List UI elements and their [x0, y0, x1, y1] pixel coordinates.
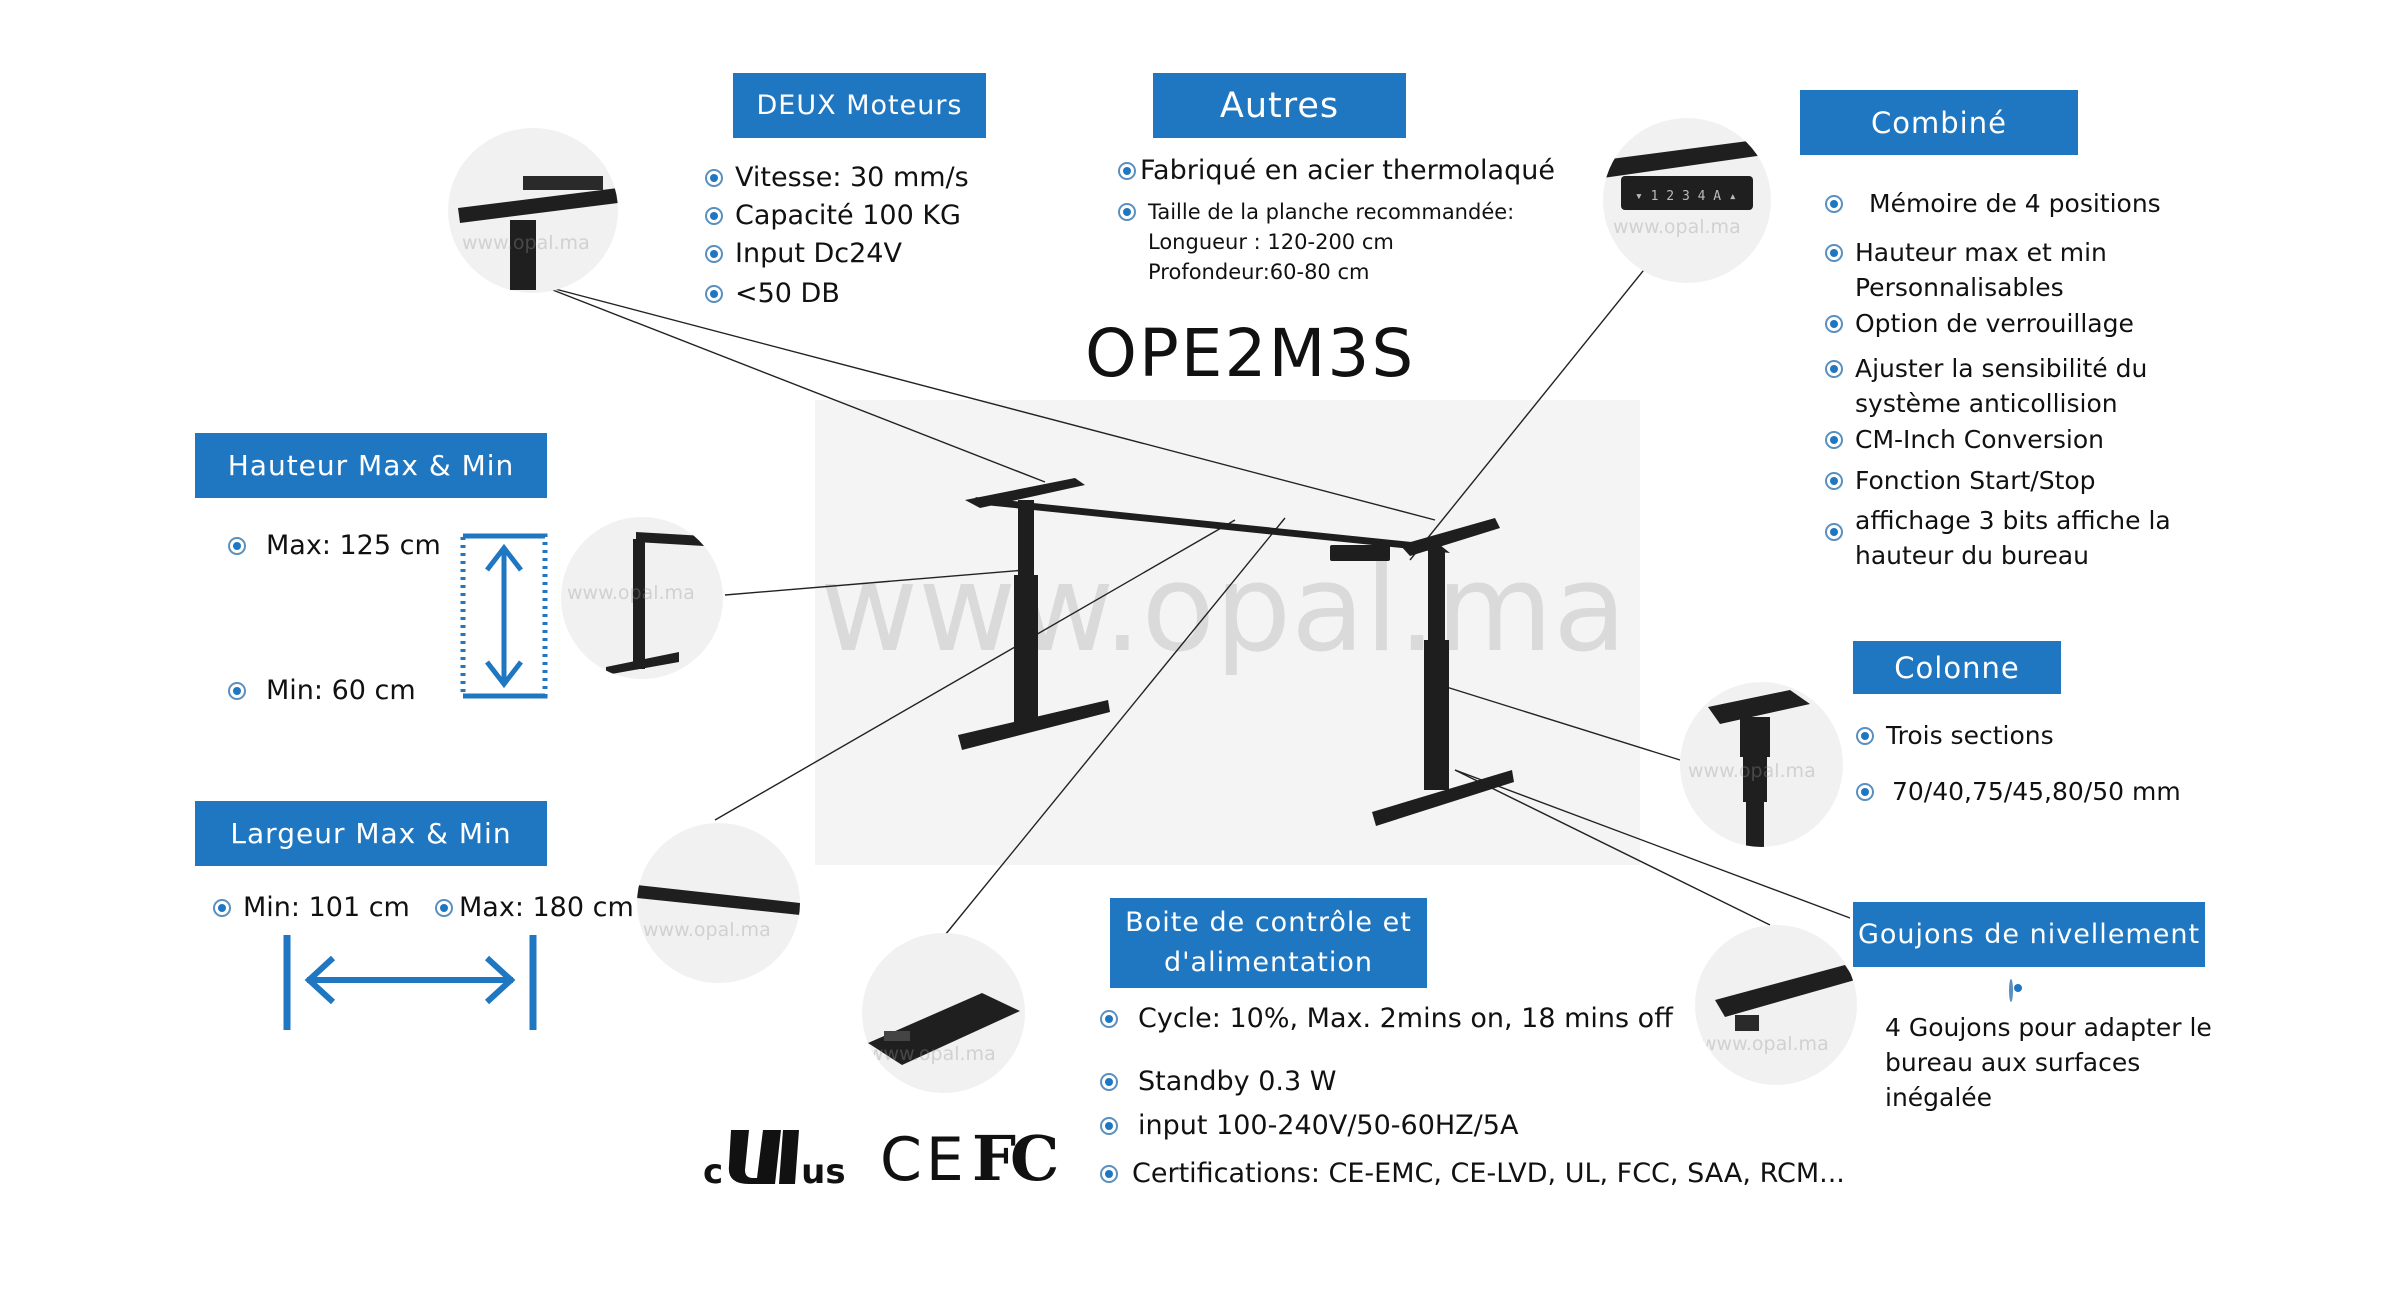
height-max: Max: 125 cm — [228, 528, 441, 563]
other-heading: Autres — [1153, 73, 1406, 138]
bullet-icon — [228, 682, 246, 700]
svg-text:▾ 1 2 3 4 A ▴: ▾ 1 2 3 4 A ▴ — [1635, 189, 1737, 204]
horizontal-arrow-icon — [283, 935, 537, 1030]
motors-item: <50 DB — [705, 276, 840, 311]
bullet-icon — [1118, 162, 1136, 180]
motors-heading: DEUX Moteurs — [733, 73, 986, 138]
control-panel-inset-image: ▾ 1 2 3 4 A ▴ www.opal.ma — [1603, 118, 1771, 283]
inset-watermark: www.opal.ma — [868, 1043, 996, 1065]
column-inset-image: www.opal.ma — [1680, 682, 1843, 847]
motor-inset-image: www.opal.ma — [448, 128, 618, 293]
control-box-item: input 100-240V/50-60HZ/5A — [1100, 1108, 1518, 1143]
bullet-icon — [1825, 472, 1843, 490]
control-box-item: Cycle: 10%, Max. 2mins on, 18 mins off — [1100, 1001, 1673, 1036]
leveling-heading: Goujons de nivellement — [1853, 902, 2205, 967]
other-item: Fabriqué en acier thermolaqué — [1118, 153, 1555, 188]
height-min: Min: 60 cm — [228, 673, 416, 708]
bullet-icon — [1856, 783, 1874, 801]
bullet-icon — [1825, 360, 1843, 378]
bullet-icon — [705, 169, 723, 187]
control-box-item: Certifications: CE-EMC, CE-LVD, UL, FCC,… — [1100, 1156, 1845, 1191]
bullet-icon — [1100, 1073, 1118, 1091]
leveling-inset-image: www.opal.ma — [1695, 925, 1857, 1085]
combined-item: Fonction Start/Stop — [1825, 463, 2096, 498]
combined-item: Option de verrouillage — [1825, 306, 2134, 341]
control-box-inset-image: www.opal.ma — [862, 933, 1025, 1093]
combined-item: Hauteur max et min Personnalisables — [1825, 235, 2145, 305]
bullet-icon — [1825, 244, 1843, 262]
bullet-icon — [2009, 979, 2013, 1002]
leveling-text: 4 Goujons pour adapter le bureau aux sur… — [1885, 1013, 2212, 1112]
bullet-icon — [1825, 431, 1843, 449]
desk-frame — [958, 478, 1514, 826]
inset-watermark: www.opal.ma — [567, 582, 695, 604]
width-heading: Largeur Max & Min — [195, 801, 547, 866]
inset-watermark: www.opal.ma — [1688, 760, 1816, 782]
height-heading: Hauteur Max & Min — [195, 433, 547, 498]
control-box-heading: Boite de contrôle et d'alimentation — [1110, 898, 1427, 988]
bullet-icon — [1825, 315, 1843, 333]
width-min: Min: 101 cm — [213, 890, 410, 925]
inset-watermark: www.opal.ma — [462, 232, 590, 254]
column-item: 70/40,75/45,80/50 mm — [1856, 774, 2181, 809]
combined-item: Mémoire de 4 positions — [1825, 186, 2161, 221]
ce-logo: CE — [880, 1125, 968, 1195]
watermark-large: www.opal.ma — [820, 540, 1627, 679]
bullet-icon — [705, 285, 723, 303]
control-box-item: Standby 0.3 W — [1100, 1064, 1336, 1099]
combined-item: CM-Inch Conversion — [1825, 422, 2104, 457]
inset-watermark: www.opal.ma — [1613, 216, 1741, 238]
bullet-icon — [1856, 727, 1874, 745]
height-leg-inset-image: www.opal.ma — [561, 517, 723, 679]
other-item: Taille de la planche recommandée: Longue… — [1118, 197, 1514, 287]
bullet-icon — [1825, 195, 1843, 213]
bullet-icon — [1100, 1010, 1118, 1028]
bullet-icon — [1825, 523, 1843, 541]
bullet-icon — [435, 899, 453, 917]
vertical-arrow-icon — [460, 533, 548, 699]
product-title: OPE2M3S — [1085, 315, 1416, 392]
column-heading: Colonne — [1853, 641, 2061, 694]
bullet-icon — [213, 899, 231, 917]
combined-heading: Combiné — [1800, 90, 2078, 155]
inset-watermark: www.opal.ma — [643, 919, 771, 941]
bullet-icon — [1100, 1117, 1118, 1135]
bullet-icon — [228, 537, 246, 555]
ul-logo: c us — [703, 1122, 846, 1192]
width-max: Max: 180 cm — [435, 890, 634, 925]
motors-item: Capacité 100 KG — [705, 198, 961, 233]
motors-item: Input Dc24V — [705, 236, 902, 271]
motors-item: Vitesse: 30 mm/s — [705, 160, 969, 195]
bullet-icon — [1100, 1165, 1118, 1183]
bullet-icon — [1118, 203, 1136, 221]
inset-watermark: www.opal.ma — [1701, 1033, 1829, 1055]
width-beam-inset-image: www.opal.ma — [637, 823, 800, 983]
bullet-icon — [705, 207, 723, 225]
combined-item: Ajuster la sensibilité du système antico… — [1825, 351, 2185, 421]
fcc-logo: FC — [972, 1122, 1059, 1195]
bullet-icon — [705, 245, 723, 263]
combined-item: affichage 3 bits affiche la hauteur du b… — [1825, 503, 2215, 573]
column-item: Trois sections — [1856, 718, 2054, 753]
